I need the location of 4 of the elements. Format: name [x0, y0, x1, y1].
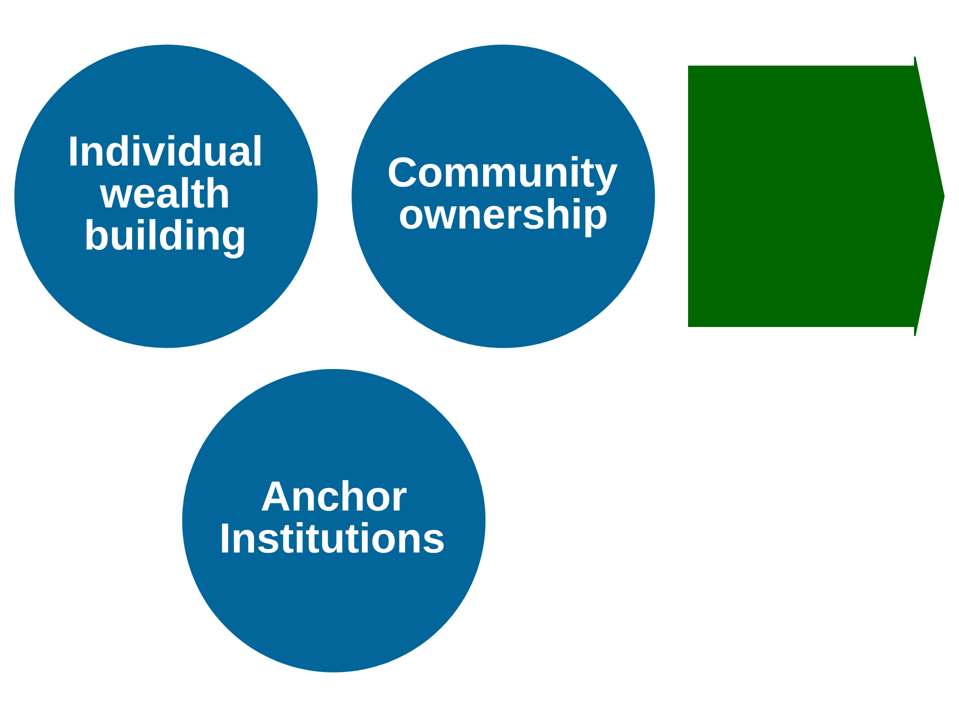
node-circle: Anchor Institutions: [182, 368, 486, 672]
node-circle: Individual wealth building: [14, 44, 318, 348]
node-circle: Community ownership: [352, 44, 655, 348]
node-arrow: [688, 56, 945, 337]
